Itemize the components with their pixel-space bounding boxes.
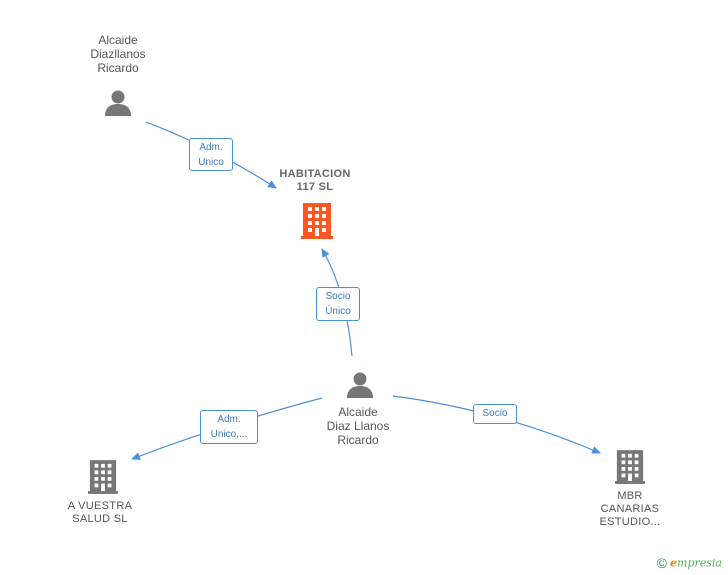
edge-label-person-to-center[interactable]: Socio Único bbox=[316, 287, 360, 321]
company-name-left: A VUESTRA SALUD SL bbox=[67, 500, 133, 525]
company-name-right: MBR CANARIAS ESTUDIO... bbox=[599, 490, 661, 528]
person-node-top[interactable]: Alcaide Diazllanos Ricardo bbox=[68, 33, 168, 75]
copyright-symbol: © bbox=[656, 555, 667, 571]
person-node-center[interactable]: Alcaide Diaz Llanos Ricardo bbox=[308, 405, 408, 447]
building-icon[interactable] bbox=[301, 203, 333, 239]
company-node-left[interactable]: A VUESTRA SALUD SL bbox=[40, 500, 160, 526]
empresia-logo[interactable]: empresia bbox=[670, 556, 722, 570]
building-icon[interactable] bbox=[615, 450, 645, 484]
person-icon[interactable] bbox=[345, 370, 375, 400]
company-name-center: HABITACION 117 SL bbox=[279, 168, 351, 193]
edge-label-top-to-center[interactable]: Adm. Unico bbox=[189, 138, 233, 171]
footer-brand: © empresia bbox=[657, 555, 722, 571]
edge-label-person-to-left[interactable]: Adm. Unico,... bbox=[200, 410, 258, 444]
person-icon[interactable] bbox=[103, 88, 133, 118]
building-icon[interactable] bbox=[88, 460, 118, 494]
company-node-right[interactable]: MBR CANARIAS ESTUDIO... bbox=[578, 490, 682, 529]
person-name-center: Alcaide Diaz Llanos Ricardo bbox=[326, 405, 390, 447]
company-node-center[interactable]: HABITACION 117 SL bbox=[255, 168, 375, 194]
person-name-top: Alcaide Diazllanos Ricardo bbox=[90, 33, 146, 75]
edge-label-person-to-right[interactable]: Socio bbox=[473, 404, 517, 424]
